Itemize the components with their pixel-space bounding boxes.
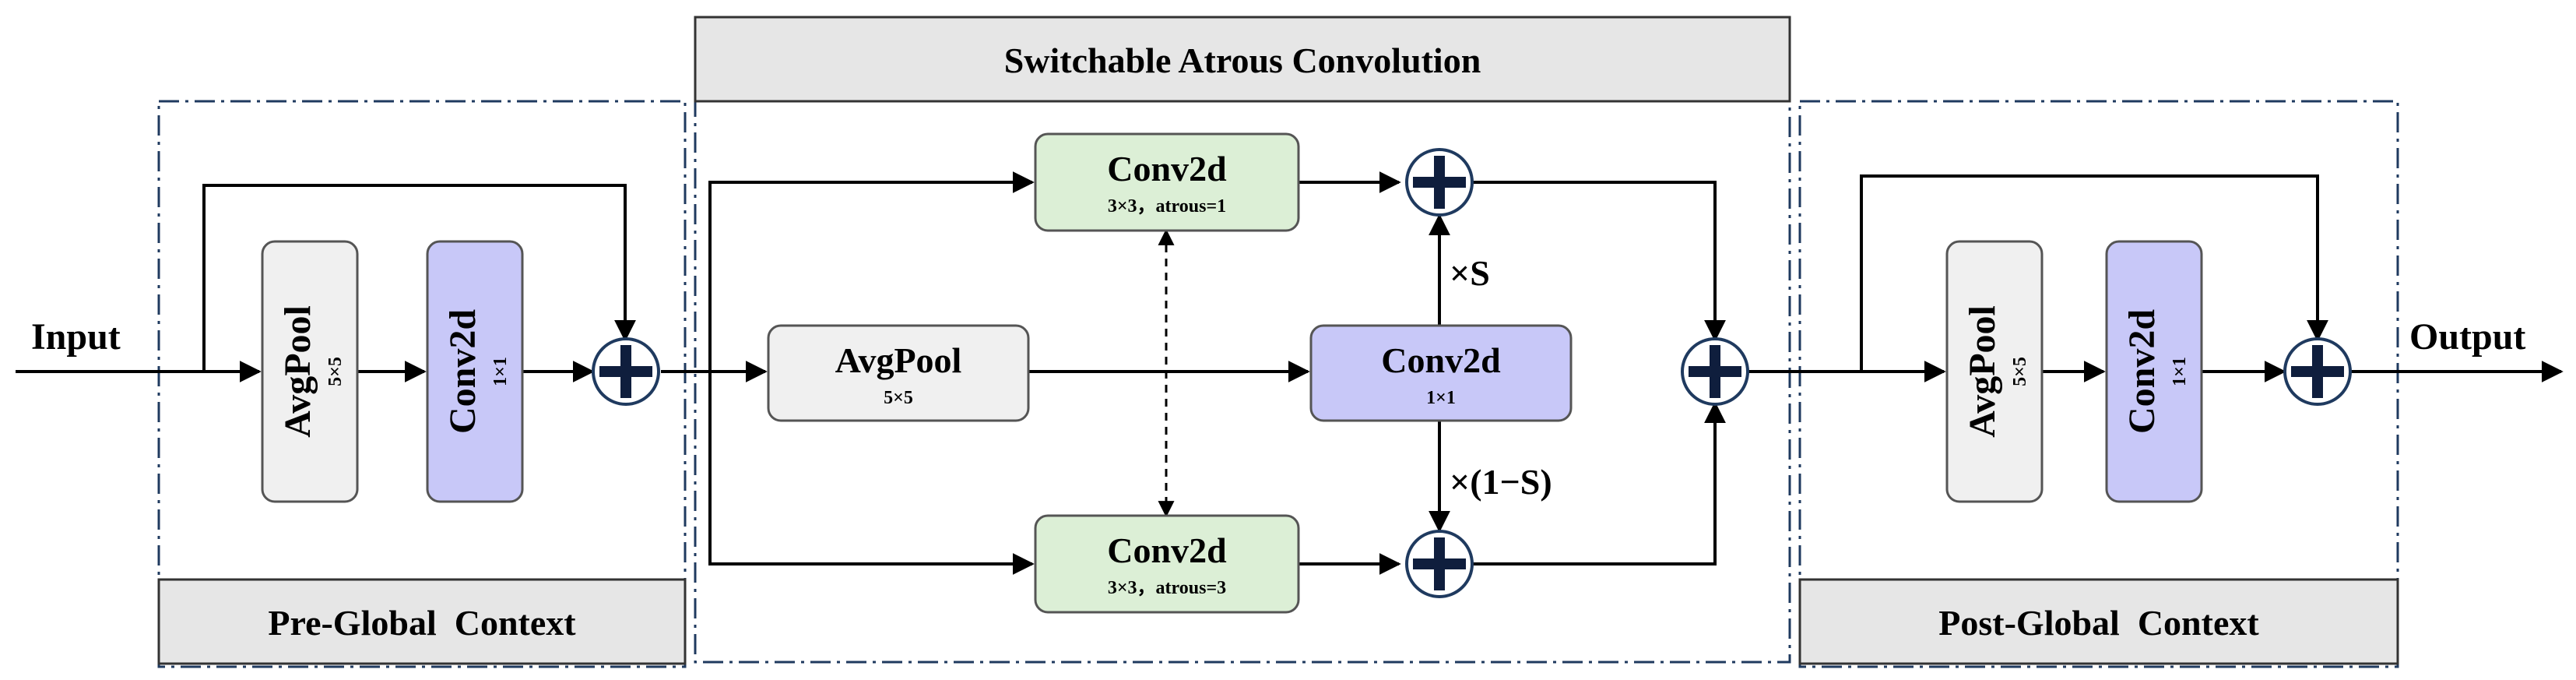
pre-global-title-bar: [157, 578, 687, 665]
sac-top-branch: [708, 171, 1035, 372]
sac-conv-top-label: Conv2d: [1107, 149, 1227, 188]
weight-one-minus-s-label: ×(1−S): [1450, 462, 1552, 502]
pre-avgpool-label: AvgPool: [277, 305, 318, 438]
sac-top-plus-to-sum: [1472, 181, 1726, 342]
pre-conv-block: Conv2d 1×1: [426, 240, 524, 503]
sac-conv-top-block: Conv2d 3×3，atrous=1: [1034, 132, 1300, 232]
post-conv-sub: 1×1: [2170, 357, 2190, 386]
sac-top-plus-icon: [1405, 148, 1474, 217]
pre-conv-sub: 1×1: [490, 357, 511, 386]
sac-conv-bottom-block: Conv2d 3×3，atrous=3: [1034, 514, 1300, 614]
sac-conv-mid-label: Conv2d: [1381, 340, 1501, 380]
pre-sum-plus-icon: [592, 337, 660, 406]
post-sum-plus-icon: [2283, 337, 2352, 406]
weight-s-label: ×S: [1450, 253, 1490, 293]
pre-skip-line: [202, 184, 636, 372]
sac-conv-bottom-sub: 3×3，atrous=3: [1108, 578, 1226, 598]
pre-global-title: Pre-Global Context: [268, 603, 576, 643]
sac-avgpool-sub: 5×5: [884, 388, 913, 408]
sac-conv-mid-sub: 1×1: [1426, 388, 1456, 408]
output-label: Output: [2409, 316, 2525, 358]
sac-conv-mid-block: Conv2d 1×1: [1309, 324, 1573, 422]
input-label: Input: [31, 316, 121, 358]
pre-avgpool-sub: 5×5: [325, 357, 346, 386]
sac-bottom-plus-icon: [1405, 530, 1474, 598]
post-global-title-bar: [1798, 578, 2399, 665]
sac-sum-plus-icon: [1681, 337, 1749, 406]
post-global-group-border: [1798, 100, 2399, 668]
sac-title: Switchable Atrous Convolution: [1004, 41, 1481, 80]
sac-title-bar: [694, 16, 1791, 103]
post-conv-label: Conv2d: [2121, 309, 2163, 434]
sac-conv-bottom-label: Conv2d: [1107, 530, 1227, 570]
sac-avgpool-block: AvgPool 5×5: [767, 324, 1030, 422]
sac-bottom-branch: [708, 372, 1035, 575]
post-global-title: Post-Global Context: [1938, 603, 2259, 643]
sac-avgpool-label: AvgPool: [835, 340, 962, 380]
pre-global-group-border: [157, 100, 687, 668]
post-skip-line: [1860, 174, 2328, 372]
post-avgpool-label: AvgPool: [1962, 305, 2003, 438]
post-conv-block: Conv2d 1×1: [2105, 240, 2203, 503]
post-avgpool-sub: 5×5: [2010, 357, 2030, 386]
pre-conv-label: Conv2d: [442, 309, 483, 434]
connections: [16, 171, 2564, 575]
pre-avgpool-block: AvgPool 5×5: [261, 240, 359, 503]
sac-conv-top-sub: 3×3，atrous=1: [1108, 196, 1226, 217]
post-avgpool-block: AvgPool 5×5: [1945, 240, 2044, 503]
sac-bottom-plus-to-sum: [1472, 401, 1726, 565]
